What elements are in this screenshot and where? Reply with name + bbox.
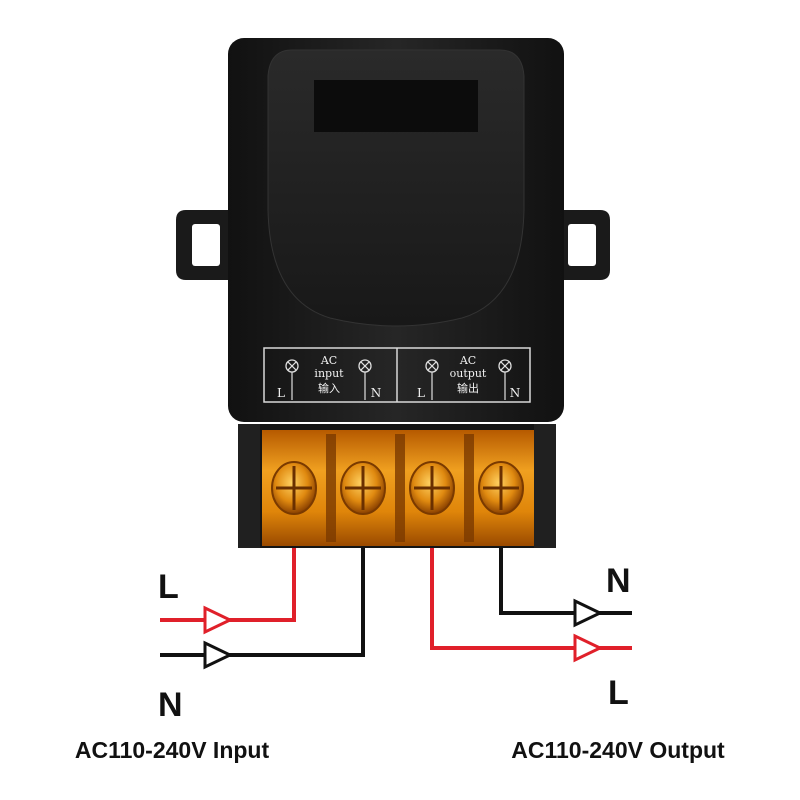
input-live-wire: [160, 548, 296, 622]
screw-symbol: [498, 359, 512, 400]
terminal-letter-input-n: N: [371, 386, 382, 400]
arrow-right-icon: [573, 598, 604, 628]
screw-icon: [409, 461, 455, 515]
output-caption: AC110-240V Output: [511, 737, 725, 763]
terminal-block: [238, 424, 556, 548]
input-label-cn: 输入: [318, 381, 340, 395]
output-neutral-label: N: [606, 562, 631, 600]
arrow-right-icon: [203, 640, 234, 670]
terminal-letter-output-n: N: [510, 386, 521, 400]
input-label-input: input: [314, 367, 344, 380]
arrow-right-icon: [573, 633, 604, 663]
screw-symbol: [358, 359, 372, 400]
mounting-ear-left: [176, 210, 236, 280]
terminal-label-panel: L N L N AC input 输入 AC output 输出: [263, 347, 531, 403]
output-label-output: output: [450, 367, 487, 380]
output-live-label: L: [608, 674, 629, 712]
output-label-cn: 输出: [457, 381, 479, 395]
output-label-ac: AC: [459, 354, 476, 367]
mounting-ear-right: [560, 210, 610, 280]
output-live-wire: [430, 548, 632, 650]
screw-symbol: [285, 359, 299, 400]
screw-icon: [478, 461, 524, 515]
terminal-letter-input-l: L: [277, 386, 285, 400]
screw-symbol: [425, 359, 439, 400]
screw-icon: [271, 461, 317, 515]
input-live-label: L: [158, 568, 179, 606]
arrow-right-icon: [203, 605, 234, 635]
display-window: [314, 80, 478, 132]
input-neutral-label: N: [158, 686, 183, 724]
input-label-ac: AC: [320, 354, 337, 367]
terminal-letter-output-l: L: [417, 386, 425, 400]
input-neutral-wire: [160, 548, 365, 657]
input-caption: AC110-240V Input: [75, 737, 270, 763]
screw-icon: [340, 461, 386, 515]
